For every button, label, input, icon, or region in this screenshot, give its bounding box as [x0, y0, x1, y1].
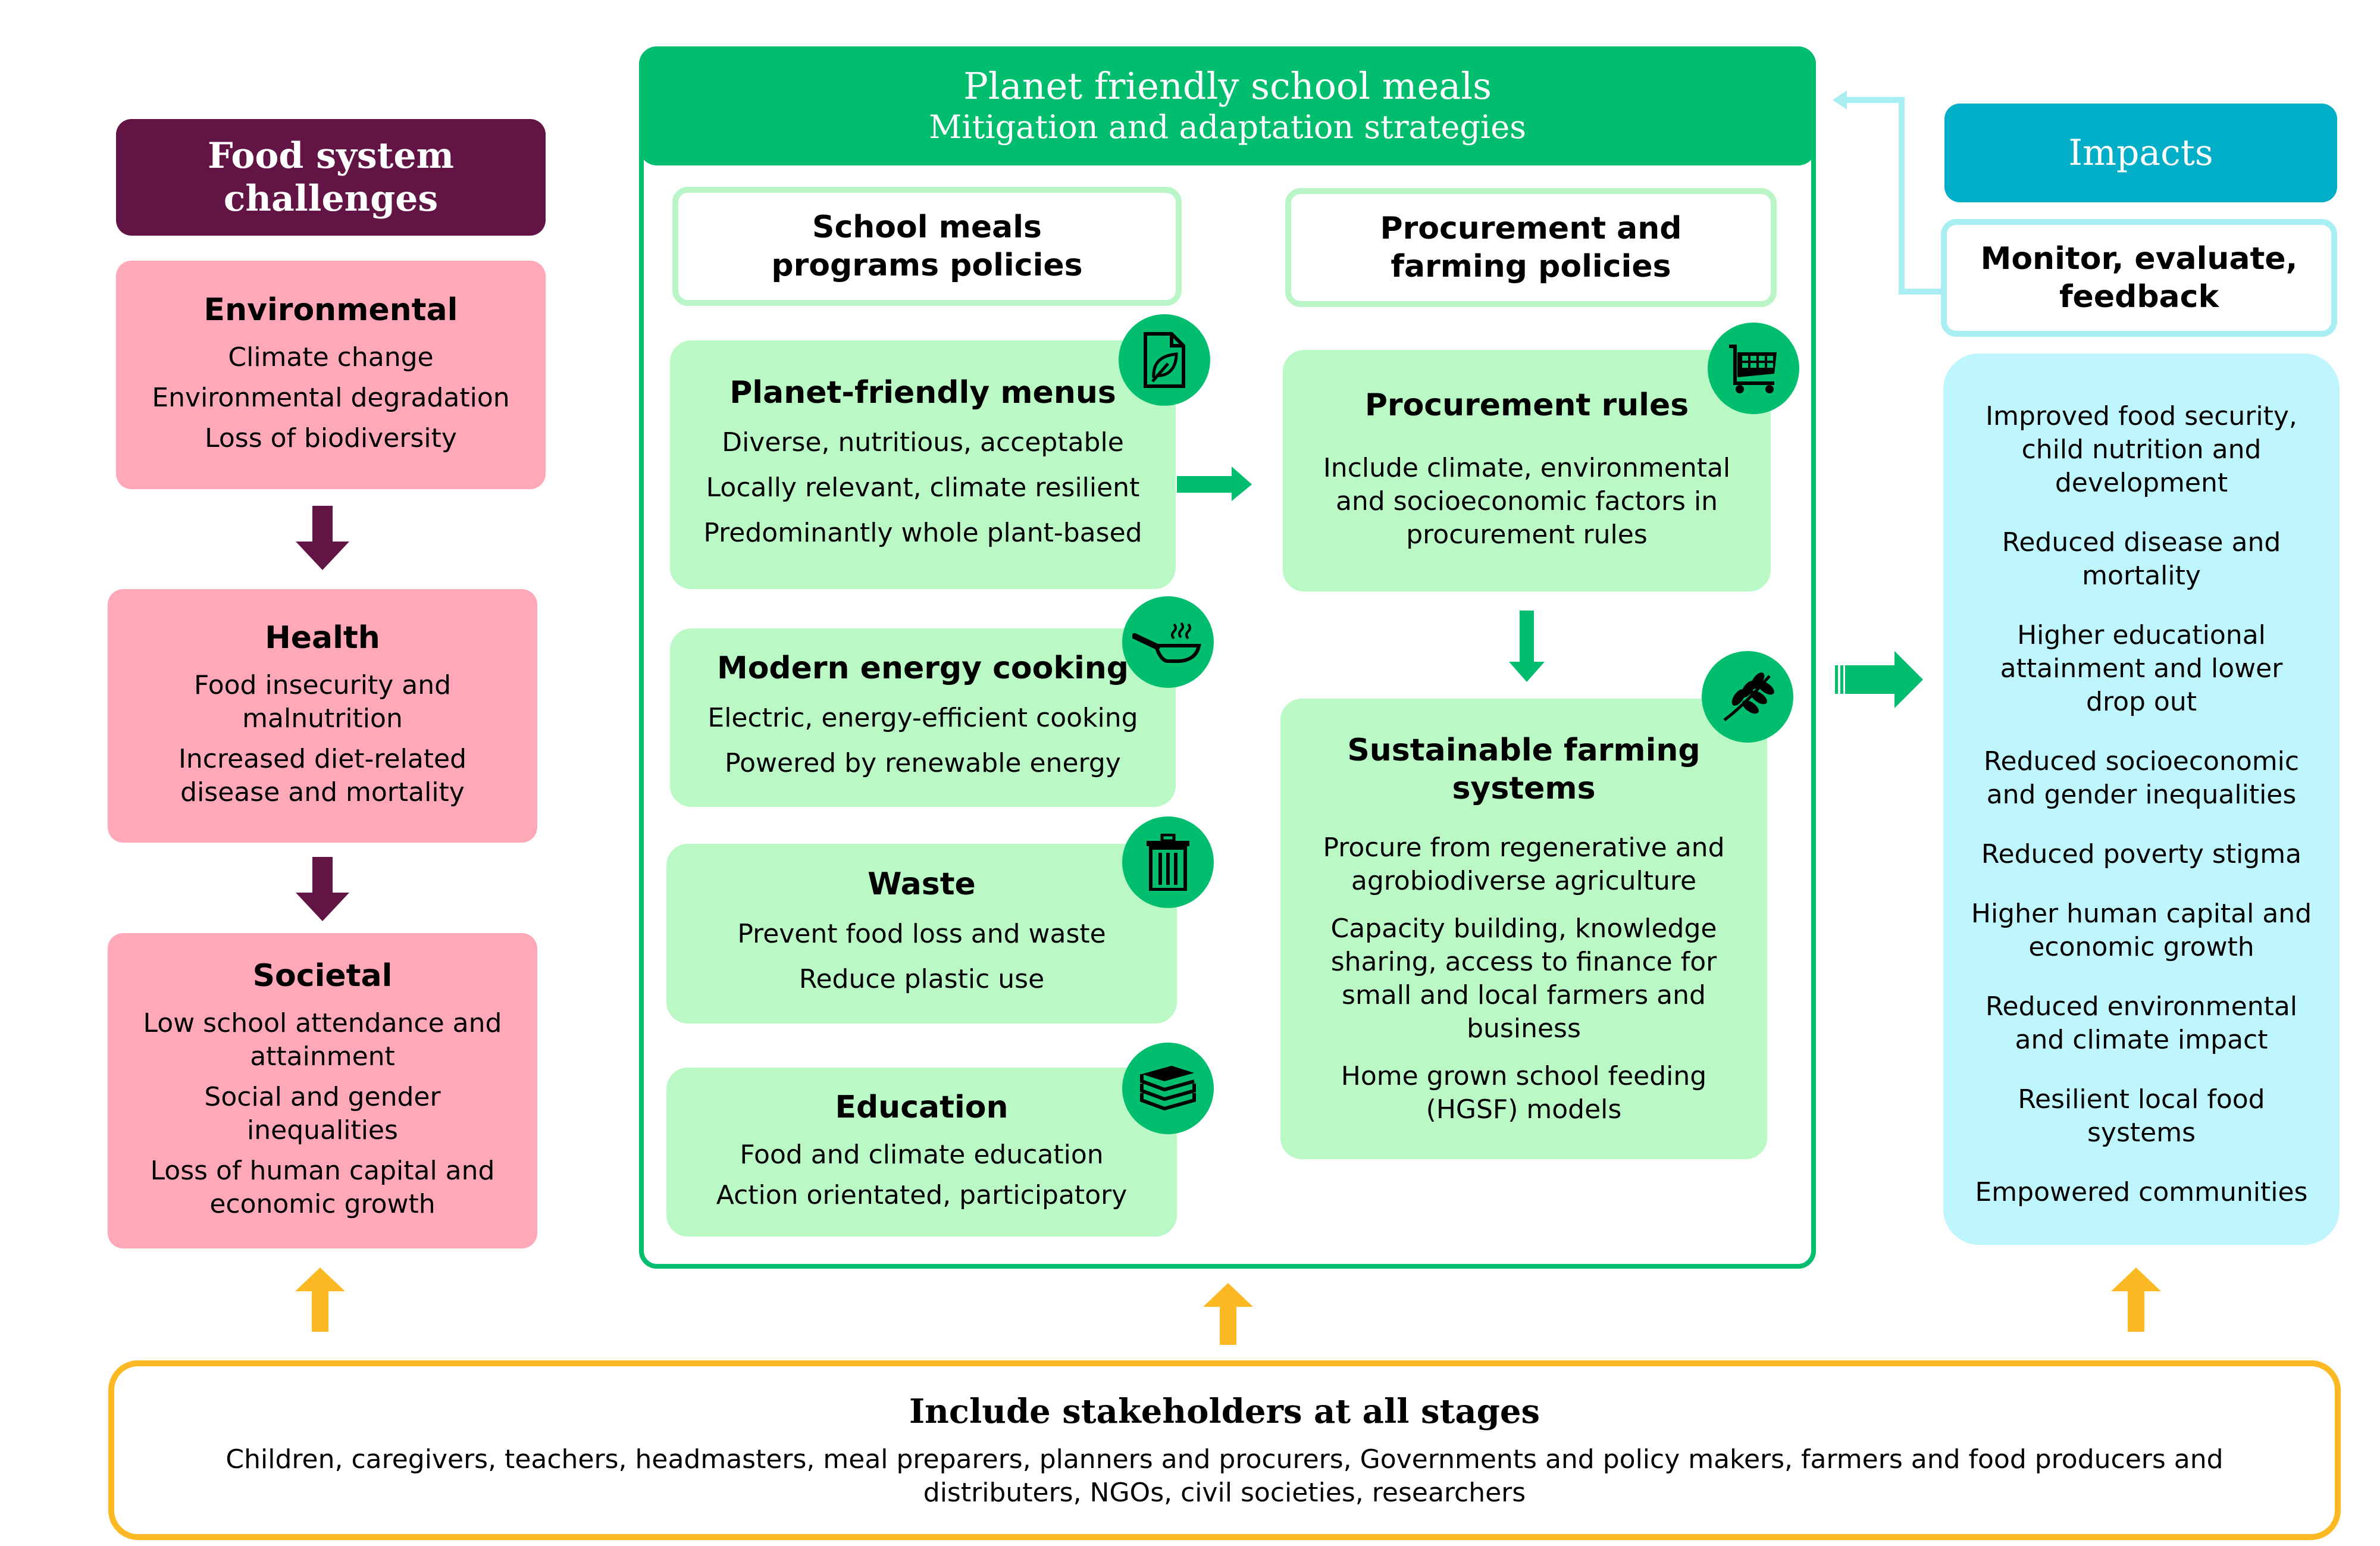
box-line: Increased diet-related disease and morta…: [178, 744, 467, 808]
box-line: Powered by renewable energy: [725, 748, 1121, 778]
procurement-rules-box: Procurement rules Include climate, envir…: [1283, 350, 1771, 592]
impact-item: Reduced socioeconomic and gender inequal…: [1983, 746, 2300, 810]
box-line: Loss of human capital and economic growt…: [150, 1156, 495, 1219]
impact-item: Reduced poverty stigma: [1981, 839, 2302, 869]
box-line: Environmental degradation: [152, 383, 510, 413]
policy-label: School meals programs policies: [771, 209, 1083, 283]
sustainable-farming-box: Sustainable farming systems Procure from…: [1280, 699, 1767, 1159]
impact-item: Higher educational attainment and lower …: [2000, 620, 2283, 717]
box-title: Health: [265, 620, 380, 656]
food-system-challenges-header: Food system challenges: [116, 119, 546, 236]
box-line: Predominantly whole plant-based: [703, 518, 1142, 548]
feedback-arrow-icon: [1833, 90, 1948, 295]
box-title: Education: [835, 1090, 1009, 1125]
trash-bin-icon: [1122, 816, 1214, 908]
box-title: Environmental: [203, 292, 458, 328]
box-line: Capacity building, knowledge sharing, ac…: [1330, 913, 1717, 1044]
waste-box: Waste Prevent food loss and waste Reduce…: [666, 844, 1177, 1024]
modern-energy-cooking-box: Modern energy cooking Electric, energy-e…: [670, 628, 1176, 807]
box-title: Planet-friendly menus: [729, 375, 1116, 411]
box-line: Food insecurity and malnutrition: [193, 670, 452, 734]
box-line: Loss of biodiversity: [205, 423, 457, 453]
education-box: Education Food and climate education Act…: [666, 1068, 1177, 1237]
box-line: Locally relevant, climate resilient: [706, 472, 1140, 503]
impact-item: Resilient local food systems: [2018, 1084, 2265, 1148]
box-line: Electric, energy-efficient cooking: [707, 703, 1138, 733]
arrow-up-icon: [2111, 1268, 2161, 1332]
box-line: Procure from regenerative and agrobiodiv…: [1323, 833, 1725, 896]
box-line: Home grown school feeding (HGSF) models: [1341, 1061, 1707, 1125]
arrow-right-icon: [1177, 467, 1252, 501]
box-title: Societal: [252, 958, 393, 994]
monitor-label: Monitor, evaluate, feedback: [1980, 241, 2298, 315]
panel-title: Planet friendly school meals: [963, 64, 1492, 108]
stakeholders-title: Include stakeholders at all stages: [909, 1392, 1540, 1431]
box-title: Waste: [868, 866, 976, 902]
menu-leaf-icon: [1119, 314, 1210, 406]
societal-box: Societal Low school attendance and attai…: [108, 933, 537, 1248]
policy-label: Procurement and farming policies: [1380, 211, 1682, 284]
box-line: Low school attendance and attainment: [143, 1008, 502, 1072]
procurement-policies-box: Procurement and farming policies: [1285, 188, 1777, 307]
box-line: Food and climate education: [740, 1140, 1104, 1170]
environmental-box: Environmental Climate change Environment…: [116, 261, 546, 489]
impact-item: Improved food security, child nutrition …: [1986, 401, 2297, 498]
box-line: Diverse, nutritious, acceptable: [722, 427, 1124, 458]
monitor-evaluate-feedback-box: Monitor, evaluate, feedback: [1941, 219, 2337, 337]
arrow-right-icon: [1835, 651, 1923, 708]
school-meals-policies-box: School meals programs policies: [672, 187, 1182, 306]
impact-item: Empowered communities: [1975, 1177, 2308, 1207]
box-title: Modern energy cooking: [716, 650, 1129, 686]
arrow-up-icon: [295, 1268, 345, 1332]
box-title: Sustainable farming systems: [1347, 733, 1701, 806]
box-line: Reduce plastic use: [798, 964, 1045, 994]
box-line: Climate change: [228, 342, 434, 373]
planet-friendly-menus-box: Planet-friendly menus Diverse, nutritiou…: [670, 340, 1176, 589]
arrow-down-icon: [296, 857, 349, 921]
shopping-cart-icon: [1708, 323, 1799, 414]
panel-subtitle: Mitigation and adaptation strategies: [929, 108, 1526, 146]
health-box: Health Food insecurity and malnutrition …: [108, 589, 537, 843]
stakeholders-box: Include stakeholders at all stages Child…: [108, 1360, 2341, 1540]
box-line: Social and gender inequalities: [204, 1082, 441, 1146]
books-icon: [1122, 1043, 1214, 1134]
impact-item: Reduced disease and mortality: [2002, 527, 2281, 591]
arrow-down-icon: [296, 506, 349, 570]
impacts-header: Impacts: [1944, 104, 2337, 202]
box-line: Include climate, environmental and socio…: [1323, 453, 1731, 550]
arrow-down-icon: [1509, 611, 1545, 682]
impacts-list: Improved food security, child nutrition …: [1943, 353, 2340, 1245]
planet-friendly-header: Planet friendly school meals Mitigation …: [639, 46, 1816, 165]
arrow-up-icon: [1203, 1283, 1253, 1345]
frying-pan-icon: [1122, 596, 1214, 688]
box-title: Procurement rules: [1364, 387, 1689, 423]
stakeholders-description: Children, caregivers, teachers, headmast…: [226, 1444, 2224, 1508]
wheat-icon: [1702, 651, 1793, 743]
impact-item: Reduced environmental and climate impact: [1985, 991, 2298, 1055]
box-line: Action orientated, participatory: [716, 1180, 1128, 1210]
impacts-title: Impacts: [2068, 132, 2213, 174]
header-title: Food system challenges: [208, 135, 454, 220]
impact-item: Higher human capital and economic growth: [1971, 899, 2312, 962]
box-line: Prevent food loss and waste: [737, 919, 1106, 949]
